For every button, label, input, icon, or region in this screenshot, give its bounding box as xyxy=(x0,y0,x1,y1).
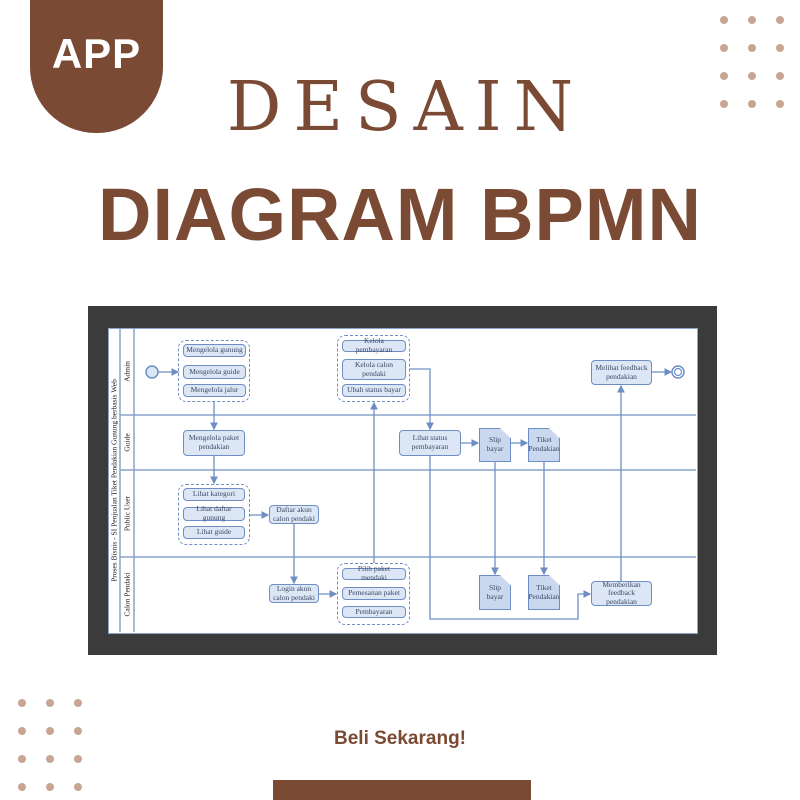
admin-task-group-2 xyxy=(337,335,410,402)
buy-now-text[interactable]: Beli Sekarang! xyxy=(334,728,466,749)
bottom-accent-bar xyxy=(273,780,531,800)
task-mengelola-gunung: Mengelola gunung xyxy=(183,344,246,357)
doc-slip-bayar: Slip bayar xyxy=(479,428,511,462)
doc-tiket-pendakian-2: Tiket Pendakian xyxy=(528,575,560,610)
doc-slip-bayar-2: Slip bayar xyxy=(479,575,511,610)
lane-label-public-user: Public User xyxy=(122,495,132,532)
task-lihat-guide: Lihat guide xyxy=(183,526,245,539)
decorative-dot xyxy=(74,755,82,763)
task-lihat-kategori: Lihat kategori xyxy=(183,488,245,501)
decorative-dot xyxy=(18,755,26,763)
task-memberikan-feedback: Memberikan feedback pendakian xyxy=(591,580,652,606)
decorative-dot xyxy=(748,16,756,24)
decorative-dot xyxy=(46,727,54,735)
lane-label-calon-pendaki: Calon Pendaki xyxy=(122,572,132,617)
decorative-dot xyxy=(720,16,728,24)
decorative-dot xyxy=(720,44,728,52)
task-pembayaran: Pembayaran xyxy=(342,606,406,618)
title-line-2: DIAGRAM BPMN xyxy=(98,173,702,256)
task-mengelola-paket: Mengelola paket pendakian xyxy=(183,430,245,456)
task-lihat-daftar-gunung: Lihat daftar gunung xyxy=(183,505,245,522)
pool-label: Proses Bisnis - SI Penjualan Tiket Penda… xyxy=(109,379,119,582)
task-lihat-status-pembayaran: Lihat status pembayaran xyxy=(399,430,461,456)
task-mengelola-jalur: Mengelola jalur xyxy=(183,384,246,397)
decorative-dot xyxy=(720,100,728,108)
title-line-1: DESAIN xyxy=(226,68,586,147)
lane-label-guide: Guide xyxy=(122,433,132,452)
task-daftar-akun: Daftar akun calon pendaki xyxy=(269,505,319,524)
admin-task-group-1 xyxy=(178,340,250,402)
decorative-dot xyxy=(748,44,756,52)
decorative-dot xyxy=(776,72,784,80)
decorative-dot xyxy=(18,783,26,791)
lane-label-admin: Admin xyxy=(122,361,132,382)
decorative-dot xyxy=(74,783,82,791)
decorative-dot xyxy=(776,100,784,108)
task-mengelola-guide: Mengelola guide xyxy=(183,365,246,379)
app-badge: APP xyxy=(30,0,163,133)
task-pemesanan-paket: Pemesanan paket xyxy=(342,587,406,600)
task-melihat-feedback: Melihat feedback pendakian xyxy=(591,360,652,385)
decorative-dot xyxy=(18,727,26,735)
task-kelola-calon-pendaki: Kelola calon pendaki xyxy=(342,359,406,380)
decorative-dot xyxy=(776,16,784,24)
decorative-dot xyxy=(720,72,728,80)
doc-tiket-pendakian: Tiket Pendakian xyxy=(528,428,560,462)
decorative-dot xyxy=(46,783,54,791)
decorative-dot xyxy=(776,44,784,52)
decorative-dot xyxy=(748,100,756,108)
task-ubah-status-bayar: Ubah status bayar xyxy=(342,384,406,397)
badge-label: APP xyxy=(51,30,142,77)
task-kelola-pembayaran: Kelola pembayaran xyxy=(342,337,406,354)
decorative-dot xyxy=(748,72,756,80)
task-login-akun: Login akun calon pendaki xyxy=(269,584,319,603)
public-task-group xyxy=(178,484,250,545)
calon-task-group xyxy=(337,563,410,625)
decorative-dot xyxy=(74,699,82,707)
decorative-dot xyxy=(46,755,54,763)
decorative-dot xyxy=(74,727,82,735)
task-pilih-paket: Pilih paket mendaki xyxy=(342,565,406,582)
decorative-dot xyxy=(18,699,26,707)
decorative-dot xyxy=(46,699,54,707)
